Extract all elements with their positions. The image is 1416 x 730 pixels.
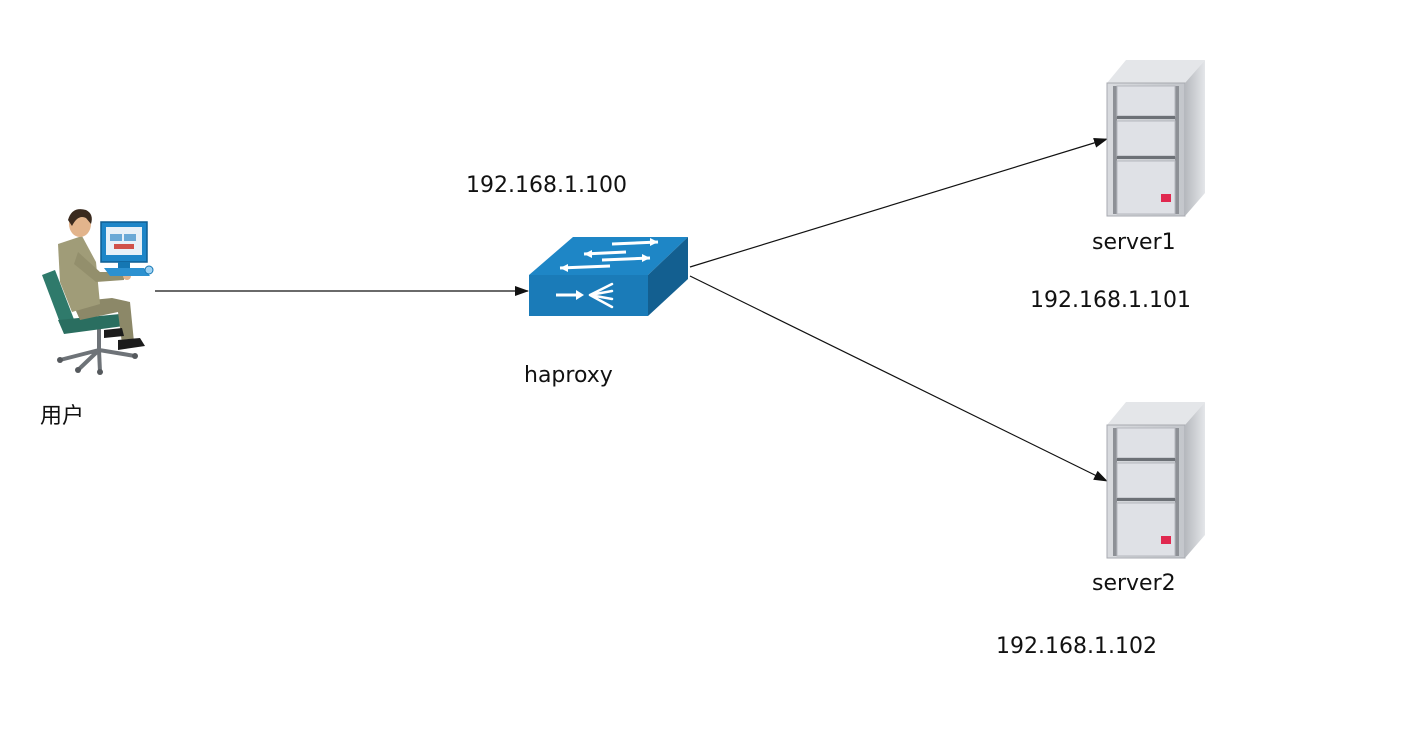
edge-haproxy-server2 bbox=[689, 275, 1108, 482]
haproxy-label: haproxy bbox=[524, 363, 613, 388]
server1-label: server1 bbox=[1092, 230, 1176, 255]
server-tower-icon bbox=[1106, 60, 1205, 217]
server1-ip-label: 192.168.1.101 bbox=[1030, 288, 1191, 313]
server2-label: server2 bbox=[1092, 571, 1176, 596]
server2-ip-label: 192.168.1.102 bbox=[996, 634, 1157, 659]
haproxy-ip-label: 192.168.1.100 bbox=[466, 173, 627, 198]
edge-haproxy-server1 bbox=[689, 138, 1108, 268]
user-label: 用户 bbox=[40, 404, 85, 429]
network-switch-icon bbox=[529, 237, 688, 316]
user-at-computer-icon bbox=[42, 209, 154, 375]
server-tower-icon bbox=[1106, 402, 1205, 559]
